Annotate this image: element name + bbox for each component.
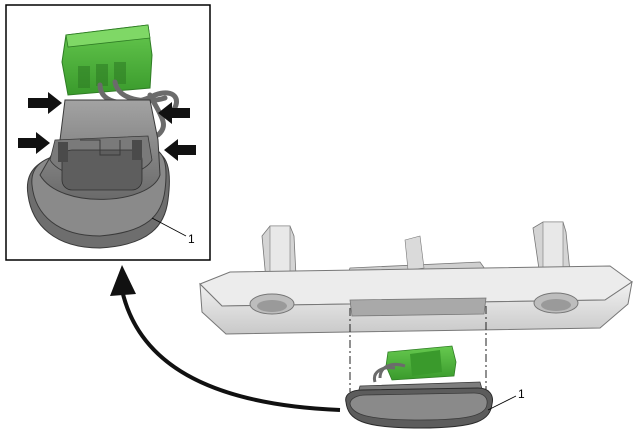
curved-arrow-icon <box>120 289 341 412</box>
detail-housing <box>26 99 170 249</box>
main-callout-label: 1 <box>518 387 525 401</box>
detail-connector <box>61 24 153 96</box>
detail-wires <box>97 79 179 138</box>
bracket <box>199 221 633 335</box>
alignment-lines <box>349 306 487 392</box>
black-push-arrow-icon <box>18 92 196 161</box>
detail-callout-label: 1 <box>188 232 195 246</box>
main-switch-assembly <box>345 345 493 429</box>
detail-inset: 1 <box>5 4 211 261</box>
